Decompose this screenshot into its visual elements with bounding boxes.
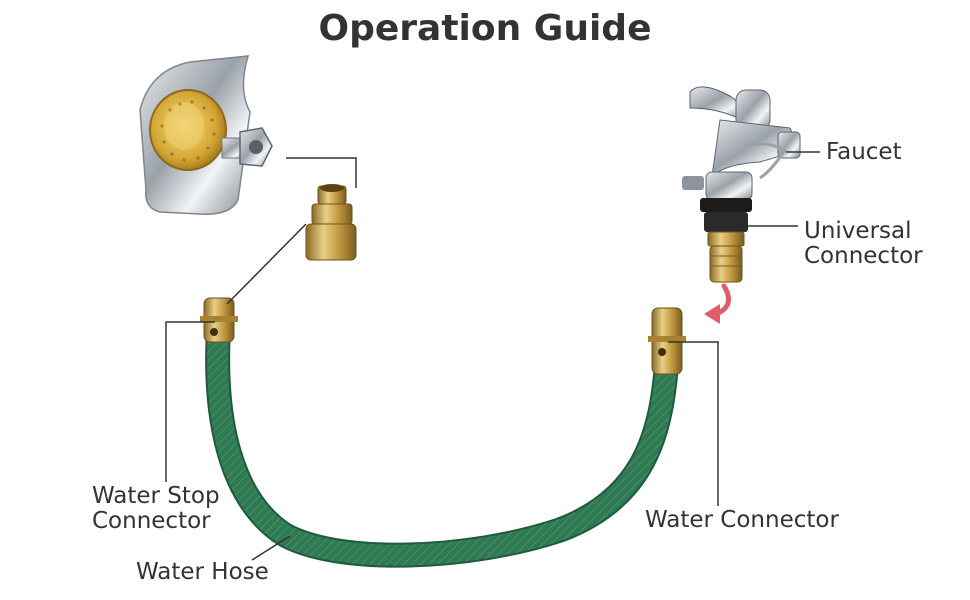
label-water-stop-connector-line2: Connector — [92, 508, 211, 534]
brass-adapter — [305, 184, 357, 261]
leader-water-stop — [165, 321, 215, 482]
sprinkler-head — [139, 55, 273, 215]
label-universal-connector: Universal Connector — [804, 219, 923, 269]
water-hose — [205, 327, 679, 568]
universal-connector-part — [700, 198, 752, 283]
label-water-stop-connector: Water Stop Connector — [92, 484, 220, 534]
label-universal-connector-line1: Universal — [804, 218, 912, 244]
label-water-connector: Water Connector — [645, 507, 839, 533]
water-stop-connector-part — [200, 297, 238, 343]
faucet-part — [682, 86, 801, 201]
page-title: Operation Guide — [318, 8, 652, 49]
label-universal-connector-line2: Connector — [804, 243, 923, 269]
connect-arrow-icon — [704, 283, 731, 324]
label-water-stop-connector-line1: Water Stop — [92, 483, 220, 509]
water-connector-part — [648, 307, 686, 375]
leader-water-connector — [668, 341, 719, 506]
label-water-hose: Water Hose — [136, 559, 269, 585]
leader-lines — [165, 151, 820, 561]
leader-adapter — [226, 223, 307, 305]
label-faucet: Faucet — [826, 139, 902, 165]
leader-water-hose — [251, 535, 291, 561]
leader-sprinkler — [286, 157, 357, 188]
